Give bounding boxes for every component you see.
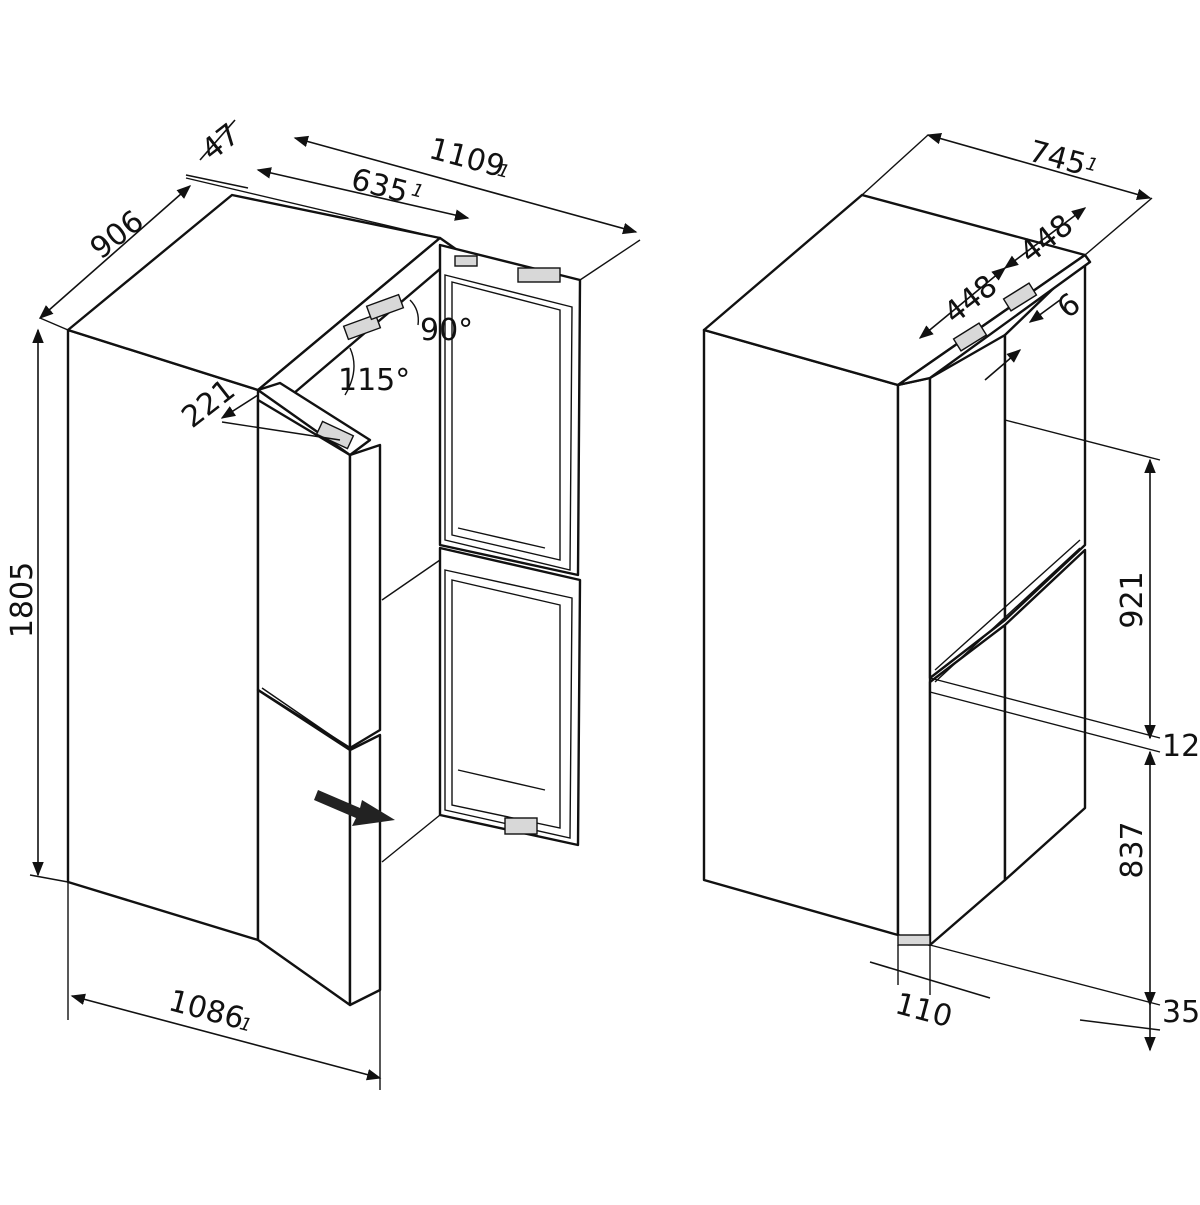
right-door-lower-left xyxy=(928,623,1007,947)
dim-line-745 xyxy=(926,132,1152,201)
left-inner-shelf-lower xyxy=(451,579,561,829)
left-shelf-line-1 xyxy=(457,527,546,549)
right-door-upper-left xyxy=(928,333,1007,680)
right-view-closed-fridge: 745 1 448 448 6 921 12 837 35 110 xyxy=(702,132,1200,1052)
angle-90-label: 90° xyxy=(420,313,473,348)
left-hinge-bottom xyxy=(504,817,538,835)
dim-line-6-b xyxy=(1028,299,1061,323)
left-inner-back-lower xyxy=(438,546,582,847)
dim-921-label: 921 xyxy=(1115,571,1150,628)
left-door-lower-edge xyxy=(348,733,382,1007)
ext-line-top-3 xyxy=(39,317,69,331)
ext-line-top-1 xyxy=(185,177,441,239)
dim-line-47-a xyxy=(185,174,249,189)
right-front-panel xyxy=(896,376,932,947)
right-handle-top xyxy=(1002,282,1038,312)
dim-12-label: 12 xyxy=(1162,729,1200,764)
dim-837-label: 837 xyxy=(1115,821,1150,878)
right-door-lower-right xyxy=(1003,548,1087,882)
ext-line-745-b xyxy=(1084,197,1153,256)
left-lower-hinge-line xyxy=(381,559,441,601)
dim-line-448-right xyxy=(1003,207,1087,269)
dim-1086-label: 1086 xyxy=(165,983,248,1037)
dim-1086-note: 1 xyxy=(237,1013,253,1036)
left-inner-shelf-upper xyxy=(451,281,561,561)
dim-line-635 xyxy=(256,167,470,221)
left-door-upper-shelf xyxy=(261,687,346,746)
left-lower-base-line xyxy=(381,814,441,863)
left-inner-frame-lower xyxy=(444,569,573,839)
ext-line-top-2 xyxy=(579,239,641,281)
angle-115-label: 115° xyxy=(338,363,410,398)
left-bracket-top xyxy=(454,255,478,267)
left-shelf-line-2 xyxy=(457,769,546,791)
ext-line-837-bottom xyxy=(929,944,1161,1006)
left-door-handle-top xyxy=(315,420,355,450)
ext-line-12-bottom xyxy=(929,691,1161,753)
dim-line-221 xyxy=(220,394,259,419)
left-hinge-top xyxy=(517,267,561,283)
angle-115-arc xyxy=(344,347,355,396)
left-cabinet-side xyxy=(66,328,260,942)
dim-line-47-b xyxy=(199,119,236,161)
left-door-upper xyxy=(256,398,352,750)
ext-line-921-top xyxy=(1004,419,1161,461)
dim-635-note: 1 xyxy=(409,180,425,203)
dim-745-note: 1 xyxy=(1084,153,1100,176)
left-inner-back-upper xyxy=(438,243,582,577)
dim-906-label: 906 xyxy=(84,204,151,267)
left-view-open-fridge: 906 47 1109 1 635 1 90° 115° 221 1805 xyxy=(5,117,641,1090)
right-door-gap-line-2 xyxy=(934,539,1081,671)
dim-line-1086 xyxy=(70,993,382,1081)
dim-47-label: 47 xyxy=(195,117,247,168)
dim-line-448-left xyxy=(918,267,1007,339)
dim-line-906 xyxy=(38,185,192,319)
ext-line-921-bottom xyxy=(929,677,1161,739)
ext-line-35-bottom xyxy=(1079,1019,1161,1031)
dim-110-label: 110 xyxy=(892,986,956,1035)
open-arrow-icon xyxy=(314,790,395,826)
ext-line-1805 xyxy=(29,874,69,883)
dim-745-label: 745 xyxy=(1025,134,1089,183)
dim-35-label: 35 xyxy=(1162,995,1200,1030)
ext-line-745-a xyxy=(861,134,929,196)
dim-1109-note: 1 xyxy=(495,160,511,183)
left-door-handle-upper xyxy=(365,293,405,321)
right-cabinet-side xyxy=(702,328,900,937)
dim-635-label: 635 xyxy=(347,162,411,211)
right-door-gap-line xyxy=(934,547,1081,683)
dim-line-6-a xyxy=(984,349,1022,381)
left-door-upper-edge xyxy=(348,443,382,750)
ext-line-221 xyxy=(221,421,341,441)
angle-90-arc xyxy=(409,299,420,326)
left-inner-frame-upper xyxy=(444,274,573,571)
dim-1805-label: 1805 xyxy=(5,562,40,638)
right-foot xyxy=(897,934,931,946)
left-door-handle-mid xyxy=(342,313,382,341)
